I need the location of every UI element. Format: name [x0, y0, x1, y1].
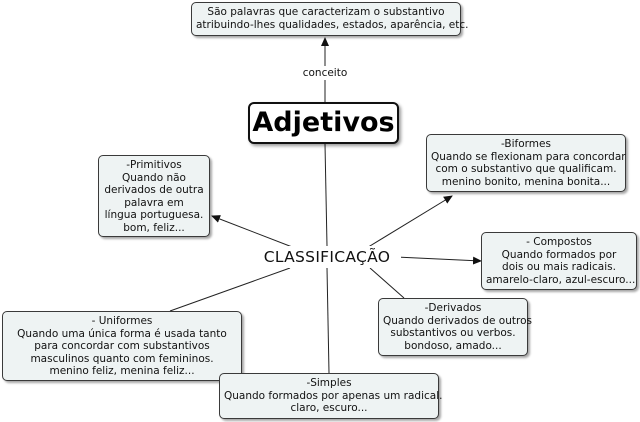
connector-hub-to-biformes: [364, 195, 453, 250]
category-simples-line-3: claro, escuro...: [290, 402, 368, 415]
category-biformes-line-4: menino bonito, menina bonita...: [441, 175, 611, 188]
category-compostos[interactable]: - Compostos Quando formados por dois ou …: [481, 232, 637, 290]
category-compostos-line-3: dois ou mais radicais.: [502, 261, 616, 274]
connector-hub-to-uniformes: [169, 267, 291, 312]
category-derivados-line-3: substantivos ou verbos.: [390, 327, 516, 340]
definition-node[interactable]: São palavras que caracterizam o substant…: [191, 2, 469, 36]
central-topic[interactable]: Adjetivos: [248, 102, 399, 144]
category-uniformes[interactable]: - Uniformes Quando uma única forma é usa…: [2, 311, 242, 381]
category-derivados-line-1: -Derivados: [424, 302, 482, 314]
category-uniformes-line-5: menino feliz, menina feliz...: [49, 365, 195, 378]
category-primitivos-line-3: derivados de outra: [104, 184, 204, 197]
category-simples-line-1: -Simples: [306, 377, 352, 389]
category-simples[interactable]: -Simples Quando formados por apenas um r…: [219, 373, 443, 419]
category-primitivos-line-2: Quando não: [122, 171, 186, 184]
category-compostos-line-4: amarelo-claro, azul-escuro...: [486, 273, 636, 286]
definition-line-1: São palavras que caracterizam o substant…: [207, 6, 445, 18]
category-derivados-line-2: Quando derivados de outros: [383, 314, 532, 327]
category-primitivos[interactable]: -Primitivos Quando não derivados de outr…: [98, 155, 210, 237]
category-uniformes-line-4: masculinos quanto com femininos.: [30, 352, 214, 365]
category-uniformes-line-1: - Uniformes: [91, 315, 153, 327]
classification-hub[interactable]: CLASSIFICAÇÃO: [253, 246, 401, 268]
connector-root-to-hub: [324, 143, 328, 247]
category-primitivos-line-1: -Primitivos: [126, 159, 182, 171]
category-uniformes-line-2: Quando uma única forma é usada tanto: [17, 327, 227, 340]
category-biformes-line-2: Quando se flexionam para concordar: [431, 150, 626, 163]
category-derivados[interactable]: -Derivados Quando derivados de outros su…: [378, 298, 532, 356]
category-biformes-line-1: -Biformes: [501, 138, 551, 150]
connector-hub-to-simples: [326, 267, 330, 374]
category-simples-line-2: Quando formados por apenas um radical.: [224, 389, 443, 402]
category-primitivos-line-4: palavra em: [124, 196, 184, 209]
category-derivados-line-4: bondoso, amado...: [404, 339, 502, 352]
category-compostos-line-2: Quando formados por: [501, 248, 617, 261]
category-uniformes-line-3: para concordar com substantivos: [34, 340, 210, 353]
category-biformes-line-3: com o substantivo que qualificam.: [435, 163, 617, 176]
connector-hub-to-derivados: [369, 267, 405, 299]
category-biformes[interactable]: -Biformes Quando se flexionam para conco…: [426, 134, 626, 192]
connector-hub-to-compostos: [395, 256, 482, 265]
category-primitivos-line-6: bom, feliz...: [123, 221, 185, 234]
link-label-conceito: conceito: [302, 66, 348, 80]
category-compostos-line-1: - Compostos: [526, 236, 592, 248]
connector-hub-to-primitivos: [211, 215, 301, 251]
definition-line-2: atribuindo-lhes qualidades, estados, apa…: [196, 18, 469, 31]
category-primitivos-line-5: língua portuguesa.: [104, 209, 204, 222]
